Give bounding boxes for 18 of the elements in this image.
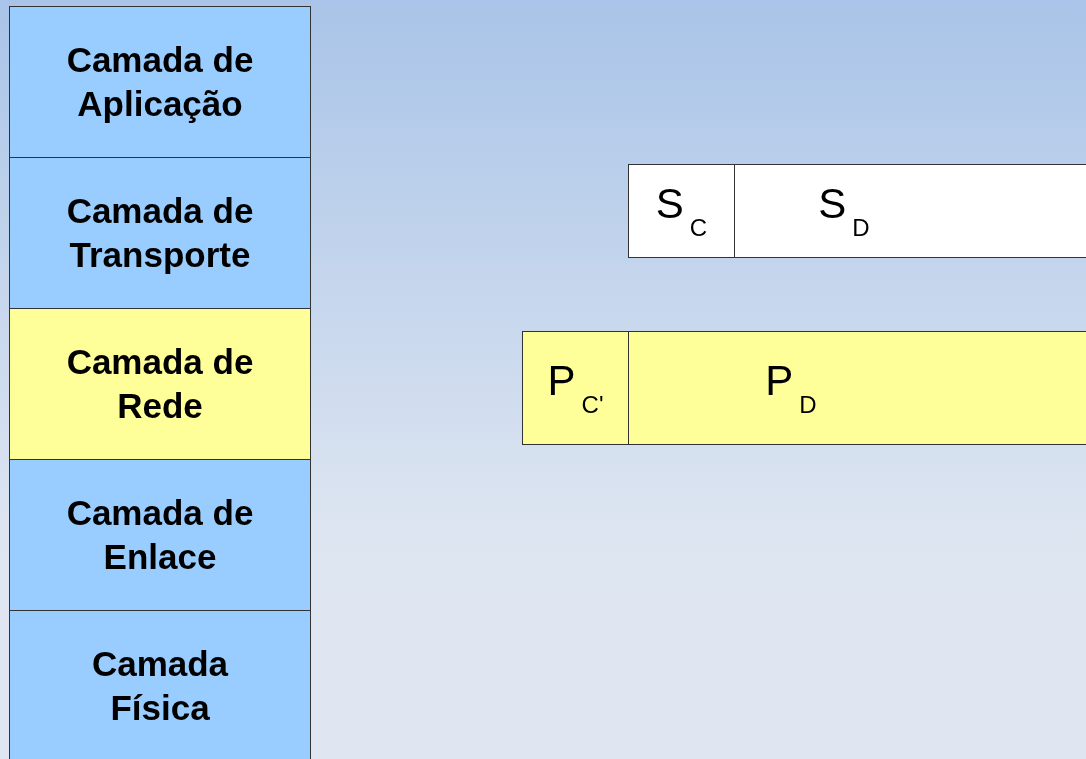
field-label: P$_{C'}$: [547, 357, 604, 419]
field-label: S$_{C}$: [655, 180, 708, 242]
field-label: S$_{D}$: [818, 180, 870, 242]
layer-name: Camada de Aplicação: [65, 39, 255, 125]
layer-box: [9, 157, 311, 309]
layer-name: Camada de Transporte: [65, 190, 255, 276]
layer-box: [9, 6, 311, 158]
layer-name: Camada de Rede: [65, 341, 255, 427]
layer-box: [9, 308, 311, 460]
header-field: [734, 164, 1086, 258]
field-label: P$_{D}$: [765, 357, 817, 419]
layer-name: Camada de Enlace: [65, 492, 255, 578]
header-field: [522, 331, 629, 445]
layer-name: Camada Física: [90, 643, 230, 729]
header-field: [628, 164, 735, 258]
header-field: [628, 331, 1086, 445]
layer-box: [9, 459, 311, 611]
layer-box: [9, 610, 311, 759]
